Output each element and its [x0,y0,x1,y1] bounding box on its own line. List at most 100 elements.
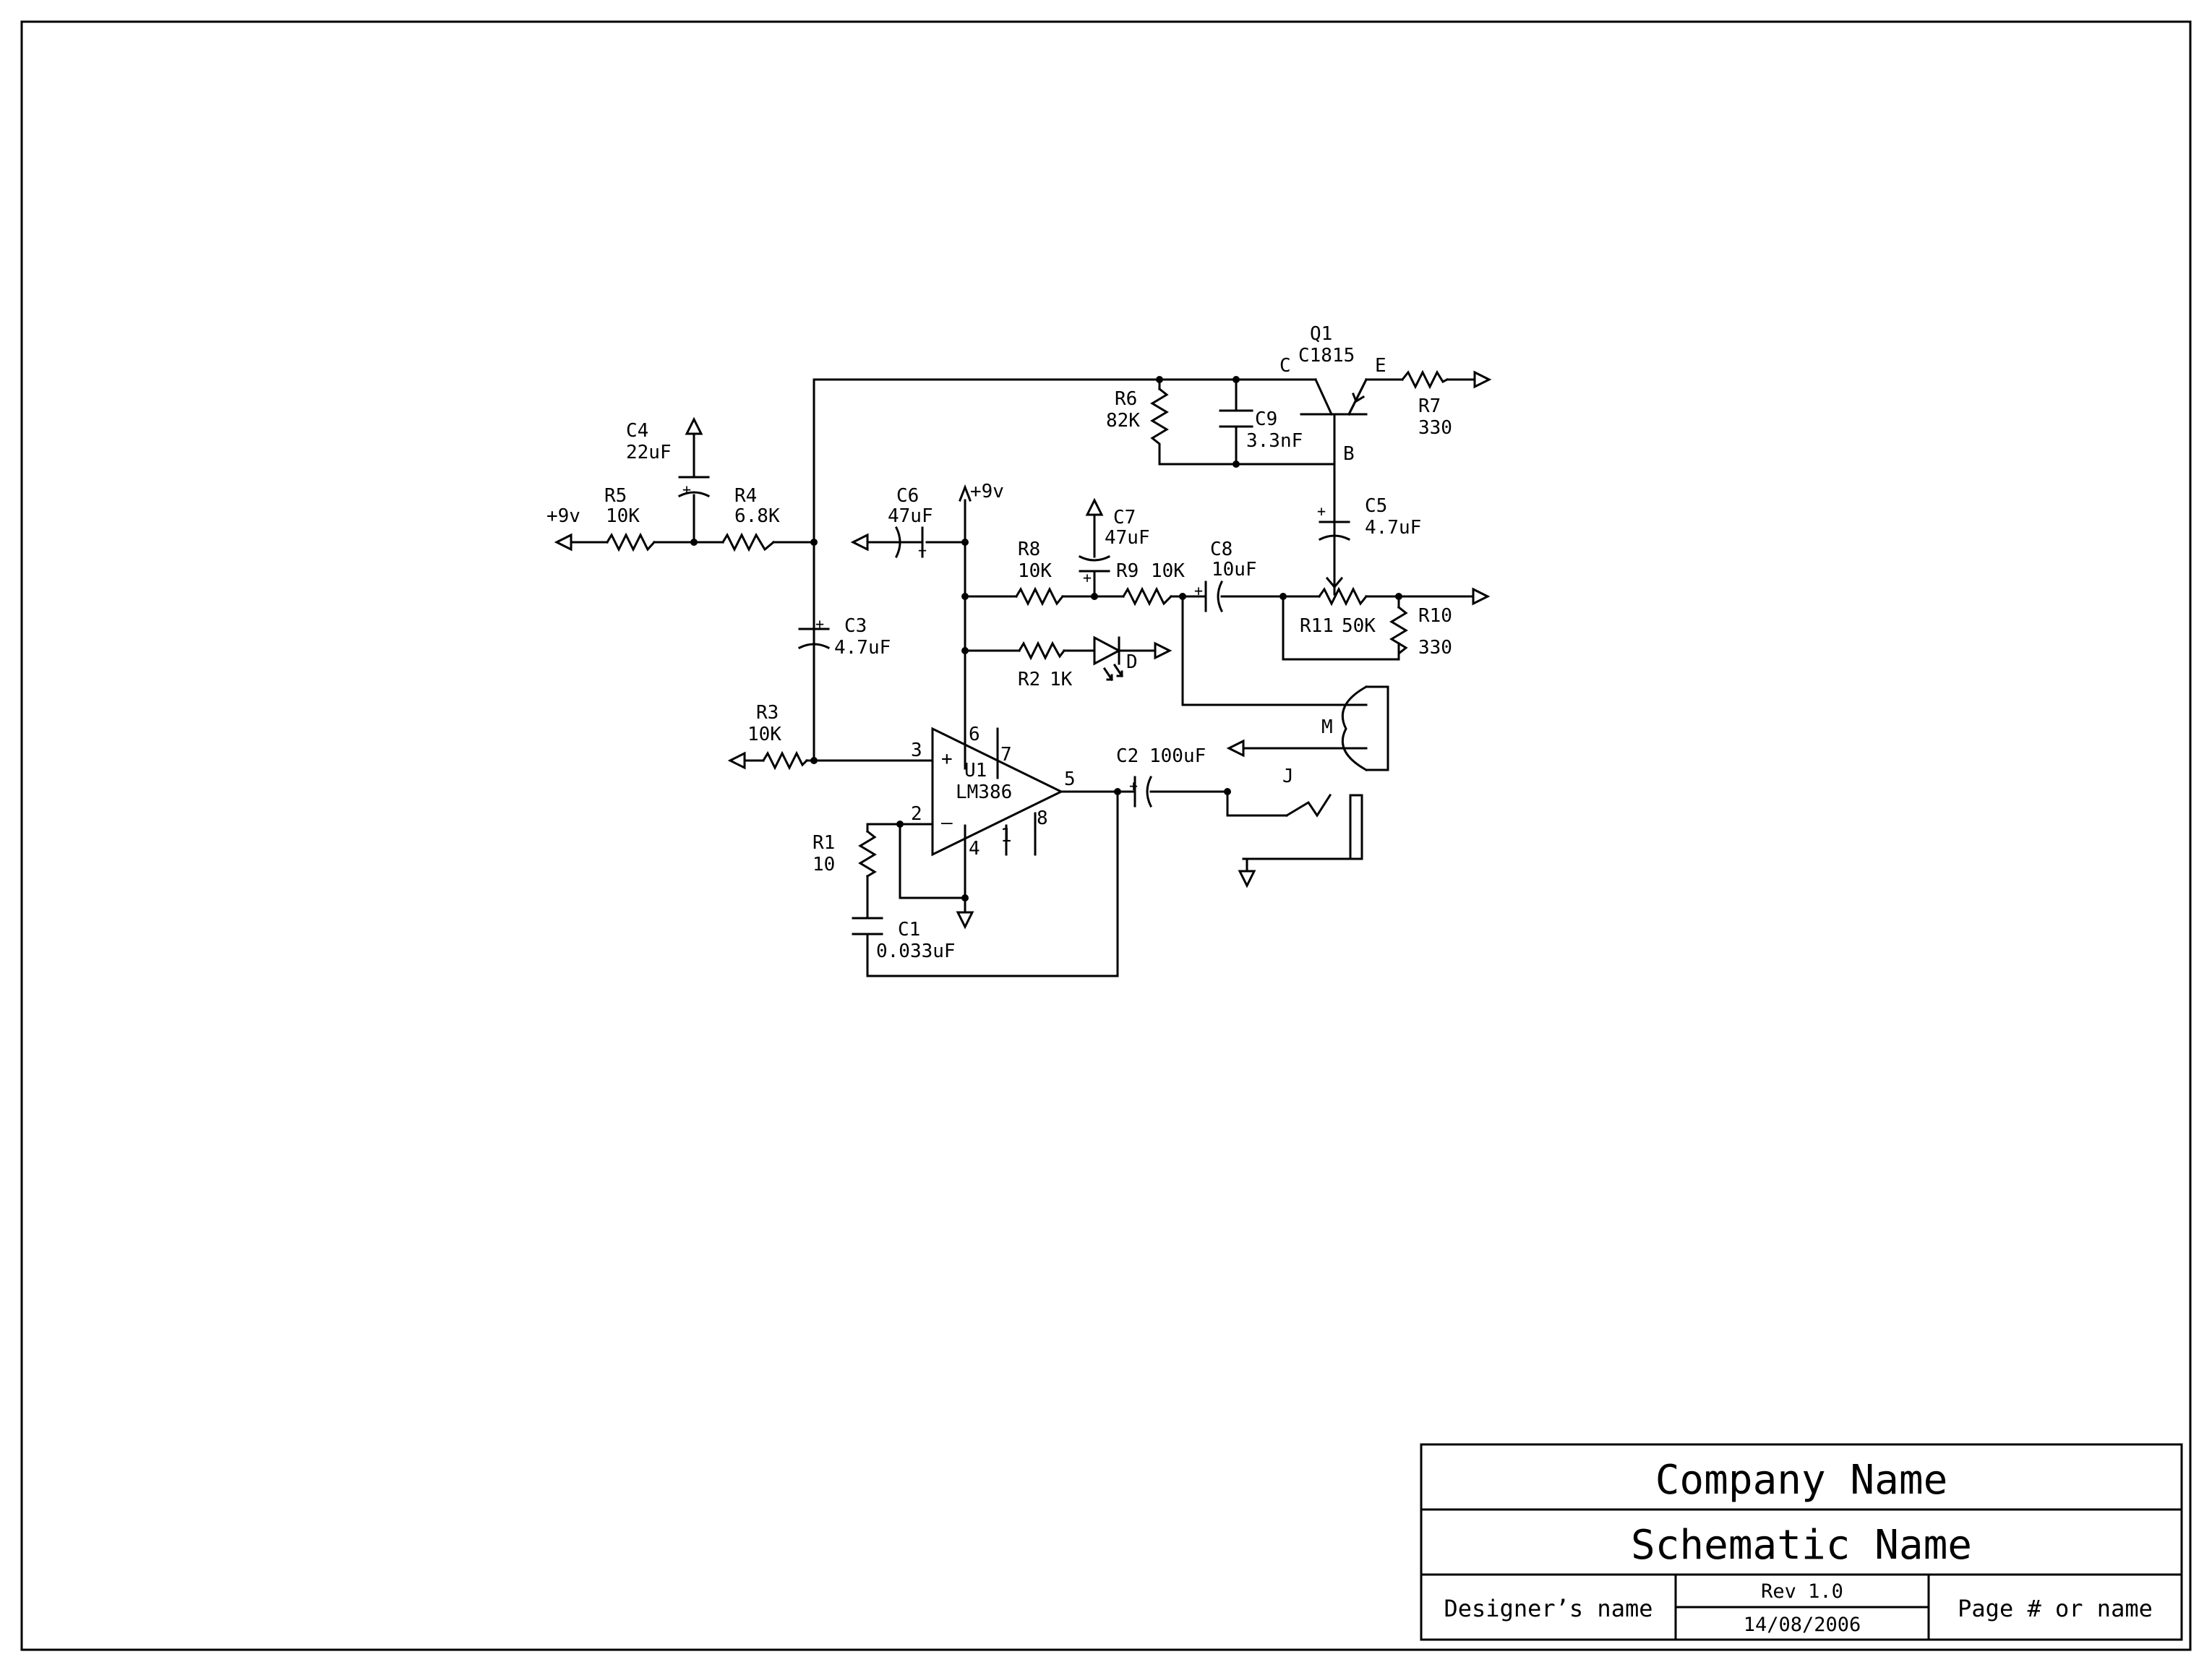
date: 14/08/2006 [1744,1614,1861,1636]
led-ref: D [1126,651,1138,673]
c2-polarity: + [1129,777,1138,795]
r11-value: 50K [1342,615,1376,637]
c2-ref: C2 [1116,745,1139,767]
resistor-symbols [605,369,1449,878]
capacitor-c8 [1204,580,1224,613]
page-name: Page # or name [1958,1595,2153,1622]
c7-value: 47uF [1105,527,1150,549]
transistor-q1 [1347,377,1368,416]
capacitor-c3 [797,628,831,650]
r3-ref: R3 [756,702,779,724]
c4-ref: C4 [626,420,648,442]
vcc-input-label: +9v [546,505,580,527]
r8-ref: R8 [1018,539,1040,560]
title-block: Company Name Schematic Name Designer’s n… [1420,1443,2183,1641]
opamp-plus-sign: + [941,748,953,770]
q1-collector-label: C [1279,355,1291,377]
r1-value: 10 [813,854,835,875]
pin5-label: 5 [1064,768,1076,790]
mic-ref: M [1321,716,1333,738]
revision: Rev 1.0 [1761,1580,1843,1603]
c4-value: 22uF [626,442,672,463]
audio-jack-j [1285,793,1363,860]
r2-ref: R2 [1018,669,1040,690]
c1-value: 0.033uF [876,941,956,962]
c3-value: 4.7uF [834,637,891,659]
c5-ref: C5 [1365,495,1387,517]
c7-polarity: + [1083,569,1092,586]
resistor-r1 [858,829,877,878]
resistor-r9 [1121,586,1173,607]
r11-ref: R11 [1300,615,1334,637]
r5-ref: R5 [604,485,627,507]
c8-polarity: + [1194,582,1203,599]
resistor-r4 [721,532,776,552]
c9-value: 3.3nF [1246,430,1303,452]
r5-value: 10K [606,505,640,527]
c3-polarity: + [815,615,824,633]
u1-value: LM386 [956,782,1012,803]
pin7-label: 7 [1000,744,1012,766]
r9-ref: R9 [1116,560,1139,582]
r8-value: 10K [1018,560,1052,582]
c8-value: 10uF [1212,559,1257,581]
pin2-label: 2 [911,803,922,825]
component-labels: Q1 C1815 C E B R6 82K C9 3.3nF R7 330 C4… [546,323,1452,962]
c3-ref: C3 [844,615,867,637]
opamp-minus-sign: – [941,812,953,834]
c9-ref: C9 [1255,408,1277,430]
sheet-border [20,20,2192,1651]
pin8-label: 8 [1037,808,1048,829]
c6-value: 47uF [888,505,933,527]
resistor-r6 [1150,387,1169,453]
resistor-r8 [1014,586,1065,607]
potentiometer-r11 [1317,586,1368,607]
r4-ref: R4 [734,485,757,507]
resistor-r7 [1400,369,1449,390]
c4-polarity: + [682,481,691,498]
junction-dots [690,376,1402,902]
q1-ref: Q1 [1310,323,1332,345]
schematic-name: Schematic Name [1631,1522,1972,1569]
c2-value: 100uF [1149,745,1206,767]
opamp-u1 [931,727,1064,857]
jack-ref: J [1282,766,1294,787]
resistor-r3 [761,750,809,771]
r2-value: 1K [1050,669,1073,690]
capacitor-c1 [852,917,883,935]
r3-value: 10K [747,724,781,745]
r6-value: 82K [1106,410,1140,432]
q1-emitter-label: E [1375,355,1386,377]
resistor-r2 [1017,641,1066,661]
r7-ref: R7 [1418,395,1441,417]
capacitor-c7 [1078,554,1111,573]
capacitor-c6 [894,526,924,559]
c8-ref: C8 [1210,539,1233,560]
r7-value: 330 [1418,417,1452,439]
u1-ref: U1 [964,760,987,782]
pin4-label: 4 [969,838,980,860]
capacitor-symbols [677,409,1351,935]
c7-ref: C7 [1113,507,1136,528]
r6-ref: R6 [1115,388,1137,410]
q1-base-label: B [1343,443,1355,465]
r10-value: 330 [1418,637,1452,659]
resistor-r5 [605,532,656,552]
pin3-label: 3 [911,740,922,761]
c6-polarity: + [918,541,927,559]
c6-ref: C6 [896,485,919,507]
c1-ref: C1 [898,919,920,941]
pin1-label: 1 [1000,825,1012,847]
company-name: Company Name [1655,1457,1948,1504]
r1-ref: R1 [813,832,835,854]
r9-value: 10K [1151,560,1185,582]
c5-value: 4.7uF [1365,517,1421,539]
pin6-label: 6 [969,724,980,745]
q1-value: C1815 [1298,345,1355,367]
microphone-m [1342,685,1389,772]
vcc-top-label: +9v [970,481,1004,502]
designer-name: Designer’s name [1444,1595,1653,1622]
capacitor-c2 [1133,775,1153,808]
c5-polarity: + [1317,502,1326,520]
